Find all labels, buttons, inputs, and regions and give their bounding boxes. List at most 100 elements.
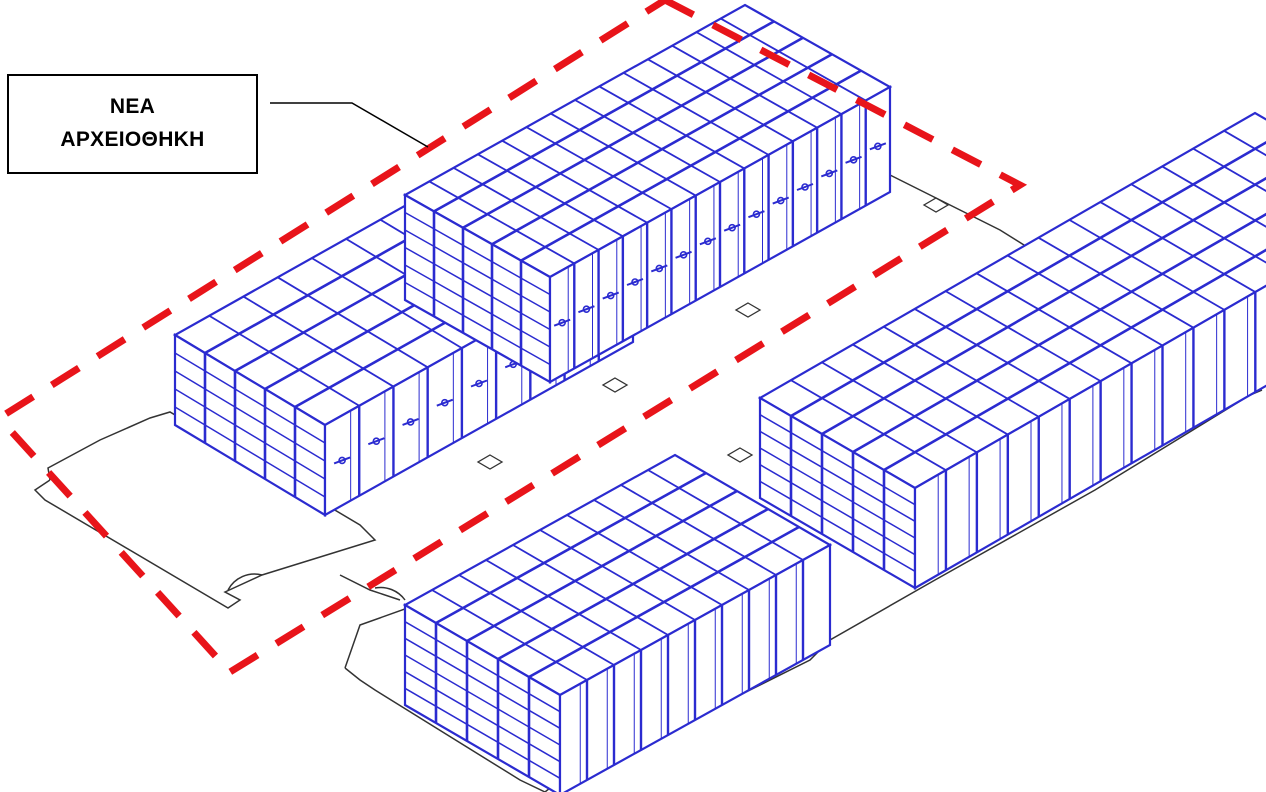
front-shelf bbox=[883, 519, 916, 539]
front-shelf bbox=[294, 478, 326, 498]
carriage-handle bbox=[402, 418, 419, 426]
front-shelf bbox=[852, 518, 885, 538]
top-rail bbox=[208, 315, 360, 407]
front-shelf bbox=[821, 450, 854, 470]
carriage-handle bbox=[436, 398, 454, 407]
front-shelf bbox=[404, 637, 437, 657]
shelving-block-large bbox=[402, 3, 893, 384]
carriage-handle bbox=[849, 156, 858, 164]
front-shelf bbox=[433, 263, 464, 281]
front-shelf bbox=[234, 424, 266, 444]
front-shelf bbox=[404, 687, 437, 707]
top-rail bbox=[620, 484, 777, 576]
front-shelf bbox=[204, 370, 236, 390]
top-rail bbox=[647, 469, 804, 561]
carriage-handle bbox=[801, 183, 809, 191]
front-shelf bbox=[520, 312, 551, 331]
front-shelf bbox=[174, 352, 206, 372]
floor-marker bbox=[734, 302, 762, 318]
top-rail bbox=[574, 99, 721, 183]
front-shelf bbox=[497, 708, 530, 728]
front-shelf bbox=[883, 502, 916, 522]
front-shelf bbox=[759, 464, 792, 484]
floor-marker bbox=[922, 197, 950, 213]
front-shelf bbox=[435, 705, 468, 725]
front-shelf bbox=[404, 671, 437, 691]
floor-outline-left bbox=[33, 411, 377, 609]
front-shelf bbox=[790, 432, 823, 452]
carriage-handle bbox=[553, 318, 571, 327]
top-rail bbox=[976, 272, 1133, 365]
front-shelf bbox=[462, 244, 493, 263]
front-shelf bbox=[294, 460, 326, 480]
top-rail bbox=[623, 72, 770, 156]
front-shelf bbox=[466, 690, 499, 710]
top-rail bbox=[277, 276, 429, 369]
front-shelf bbox=[466, 707, 499, 727]
front-shelf bbox=[404, 229, 435, 248]
front-shelf bbox=[404, 621, 437, 641]
front-shelf bbox=[821, 500, 854, 520]
carriage-handle bbox=[825, 169, 834, 178]
carriage-handle bbox=[333, 456, 351, 465]
front-shelf bbox=[433, 228, 464, 246]
shelving-block-bottom bbox=[402, 453, 833, 792]
front-shelf bbox=[204, 406, 236, 426]
front-shelf bbox=[790, 448, 823, 468]
front-shelf bbox=[466, 673, 499, 693]
carriage-handle bbox=[728, 223, 736, 232]
front-shelf bbox=[462, 314, 493, 333]
new-archive-label: ΝΕΑ ΑΡΧΕΙΟΘΗΚΗ bbox=[7, 74, 258, 174]
front-shelf bbox=[759, 480, 792, 500]
carriage-handle bbox=[650, 264, 668, 273]
carriage-handle bbox=[699, 237, 717, 246]
front-shelf bbox=[491, 313, 522, 332]
top-rail bbox=[512, 544, 669, 636]
top-rail bbox=[1037, 236, 1194, 329]
front-shelf bbox=[294, 442, 326, 462]
label-line-2: ΑΡΧΕΙΟΘΗΚΗ bbox=[60, 128, 205, 151]
top-rail bbox=[1192, 147, 1266, 192]
top-rail bbox=[883, 325, 1040, 418]
front-shelf bbox=[234, 388, 266, 408]
front-shelf bbox=[883, 536, 916, 556]
highlight-boundary bbox=[0, 0, 1028, 677]
carriage-handle bbox=[874, 142, 882, 151]
top-rail bbox=[485, 559, 642, 651]
front-shelf bbox=[204, 388, 236, 408]
front-shelf bbox=[204, 424, 236, 444]
front-shelf bbox=[852, 534, 885, 554]
front-shelf bbox=[497, 741, 530, 761]
front-shelf bbox=[883, 552, 916, 572]
front-shelf bbox=[528, 759, 561, 779]
top-rail bbox=[1223, 130, 1266, 157]
front-shelf bbox=[852, 484, 885, 504]
carriage-handle bbox=[820, 169, 838, 178]
front-shelf bbox=[497, 691, 530, 711]
top-rail bbox=[1130, 183, 1266, 264]
top-rail bbox=[501, 139, 648, 224]
front-shelf bbox=[528, 743, 561, 763]
carriage-handle bbox=[470, 379, 488, 388]
front-shelf bbox=[821, 483, 854, 503]
front-shelf bbox=[759, 430, 792, 450]
top-rail bbox=[945, 290, 1102, 382]
carriage-handle bbox=[704, 237, 712, 246]
top-rail bbox=[458, 574, 615, 666]
top-rail bbox=[671, 44, 818, 129]
callout-leader-line bbox=[270, 102, 429, 148]
front-shelf bbox=[497, 725, 530, 745]
top-rail bbox=[593, 499, 750, 591]
shelving-block-right bbox=[757, 111, 1266, 590]
front-shelf bbox=[264, 442, 296, 462]
top-rail bbox=[720, 17, 867, 102]
shelving-blocks bbox=[172, 3, 1266, 792]
carriage-handle bbox=[631, 278, 639, 286]
top-rail bbox=[852, 343, 1009, 436]
front-shelf bbox=[466, 657, 499, 677]
front-shelf bbox=[759, 447, 792, 467]
front-shelf bbox=[759, 414, 792, 434]
front-shelf bbox=[234, 442, 266, 462]
carriage-handle bbox=[675, 250, 692, 259]
